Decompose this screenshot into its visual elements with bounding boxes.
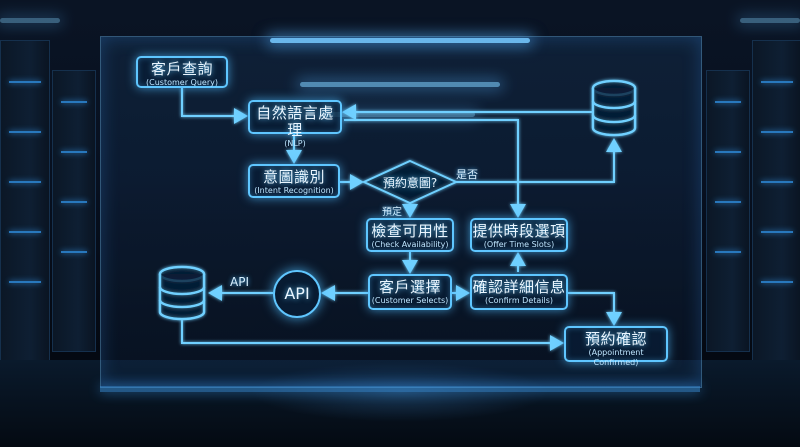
node-label: 確認詳細信息: [472, 278, 566, 296]
node-sublabel: (Customer Selects): [371, 296, 449, 305]
decision-label: 預約意圖?: [382, 176, 438, 190]
edge-decision-to-database: [450, 138, 622, 183]
node-sublabel: (Confirm Details): [484, 296, 554, 305]
node-label: 預約確認: [584, 330, 647, 348]
glass-panel-base: [100, 386, 700, 392]
node-customer-selects: 客戶選擇 (Customer Selects): [368, 274, 452, 310]
node-sublabel: (Offer Time Slots): [483, 240, 555, 249]
ceiling-light: [740, 18, 800, 23]
node-check-availability: 檢查可用性 (Check Availability): [366, 218, 454, 252]
ceiling-light: [270, 38, 530, 43]
database-icon: [591, 79, 637, 137]
node-appointment-confirmed: 預約確認 (Appointment Confirmed): [564, 326, 668, 367]
database-icon: [158, 265, 206, 321]
decision-diamond: [361, 159, 459, 205]
node-sublabel: (Customer Query): [146, 78, 218, 87]
api-node: API: [273, 270, 321, 318]
edge-confirm-to-appointment: [568, 292, 622, 326]
node-nlp: 自然語言處理 (NLP): [248, 100, 342, 148]
node-sublabel: (Intent Recognition): [254, 186, 334, 195]
node-intent-recognition: 意圖識別 (Intent Recognition): [248, 164, 340, 198]
node-confirm-details: 確認詳細信息 (Confirm Details): [470, 274, 568, 310]
ceiling-light: [300, 82, 500, 87]
node-sublabel: (Appointment Confirmed): [588, 348, 644, 367]
edge-nlp-to-offer: [344, 119, 526, 218]
node-label: 檢查可用性: [371, 222, 449, 240]
server-rack-left: [52, 70, 96, 352]
node-label: 客戶選擇: [378, 278, 441, 296]
node-sublabel: (NLP): [284, 139, 306, 148]
edge-database-to-appointment: [181, 318, 564, 351]
server-rack-right: [752, 40, 800, 372]
server-rack-right: [706, 70, 750, 352]
node-label: 自然語言處理: [256, 104, 334, 139]
floor: [0, 360, 800, 447]
node-customer-query: 客戶查詢 (Customer Query): [136, 56, 228, 88]
floor-glow: [250, 362, 550, 422]
server-rack-left: [0, 40, 50, 372]
node-label: 提供時段選項: [472, 222, 566, 240]
node-label: 意圖識別: [262, 168, 325, 186]
edge-label-api: API: [230, 275, 249, 289]
node-sublabel: (Check Availability): [371, 240, 449, 249]
edge-label-yes: 預定: [382, 207, 402, 218]
edge-query-to-nlp: [181, 88, 248, 124]
ceiling-light: [0, 18, 60, 23]
node-label: 客戶查詢: [150, 60, 213, 78]
node-offer-time-slots: 提供時段選項 (Offer Time Slots): [470, 218, 568, 252]
ceiling-light: [325, 112, 475, 117]
edge-label-yes-no: 是否: [456, 168, 478, 181]
